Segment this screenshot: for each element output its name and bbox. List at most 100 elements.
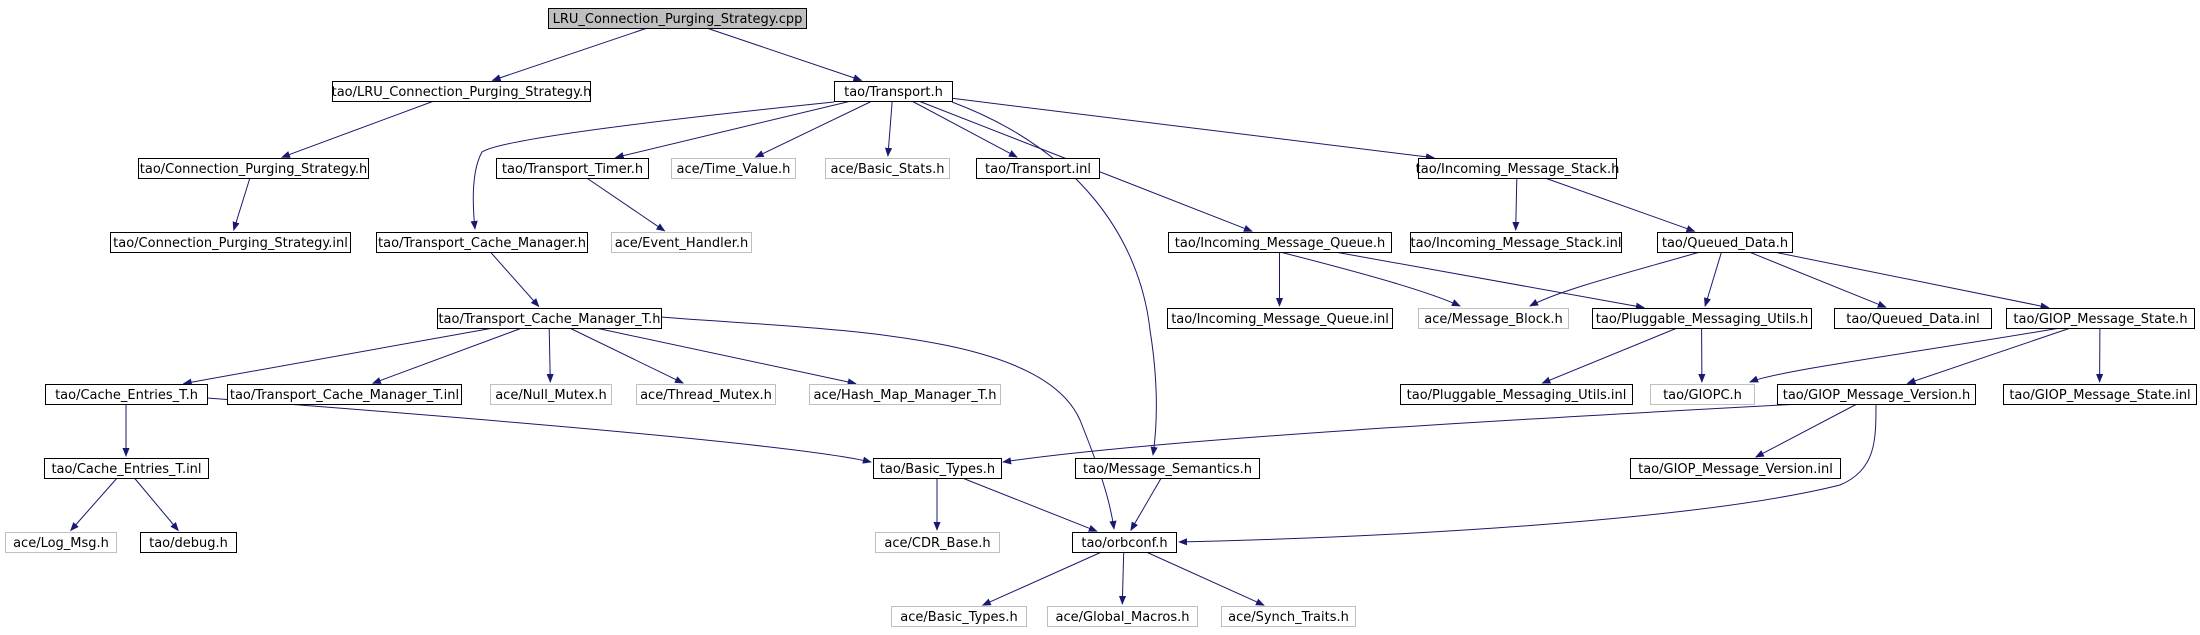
graph-node: ace/Null_Mutex.h: [490, 384, 612, 405]
node-box: [332, 81, 591, 102]
edge-n9-to-n13: [1512, 177, 1520, 231]
graph-node[interactable]: tao/GIOP_Message_State.inl: [2003, 384, 2197, 405]
graph-node: ace/Hash_Map_Manager_T.h: [809, 384, 1001, 405]
node-box: [110, 232, 351, 253]
graph-node[interactable]: tao/Queued_Data.h: [1657, 232, 1793, 253]
graph-node[interactable]: tao/Basic_Types.h: [873, 458, 1002, 479]
graph-node[interactable]: tao/Incoming_Message_Stack.h: [1416, 158, 1620, 179]
edge-n14-to-n19: [1749, 251, 1887, 308]
edge-n20-to-n28: [1906, 327, 2071, 385]
node-box: [45, 384, 208, 405]
node-label: tao/Transport_Cache_Manager.h: [378, 236, 586, 251]
edge-n15-to-n37: [660, 316, 1117, 530]
node-box: [1167, 308, 1393, 329]
graph-node[interactable]: tao/Transport.inl: [976, 158, 1100, 179]
node-box: [496, 158, 649, 179]
node-box: [1592, 308, 1812, 329]
edge-n2-to-n5: [614, 100, 852, 160]
graph-node[interactable]: tao/GIOP_Message_State.h: [2006, 308, 2195, 329]
edge-n1-to-n3: [281, 100, 435, 158]
edge-n2-to-n9: [951, 97, 1435, 161]
graph-node[interactable]: tao/Incoming_Message_Stack.inl: [1410, 232, 1622, 253]
graph-node[interactable]: tao/Incoming_Message_Queue.h: [1168, 232, 1392, 253]
graph-node[interactable]: tao/Transport_Timer.h: [496, 158, 649, 179]
edge-n2-to-n10: [470, 101, 835, 230]
graph-node: ace/Log_Msg.h: [5, 532, 117, 553]
edge-n10-to-n15: [490, 251, 540, 308]
graph-node[interactable]: tao/Transport.h: [834, 81, 953, 102]
edge-n2-to-n32: [951, 101, 1158, 456]
node-label: ace/Global_Macros.h: [1056, 610, 1190, 625]
node-label: tao/LRU_Connection_Purging_Strategy.h: [332, 85, 592, 100]
graph-node[interactable]: tao/Queued_Data.inl: [1834, 308, 1992, 329]
edge-n31-to-n37: [962, 477, 1098, 532]
graph-node[interactable]: tao/GIOP_Message_Version.h: [1777, 384, 1976, 405]
edge-n2-to-n6: [754, 100, 873, 158]
graph-node[interactable]: tao/Message_Semantics.h: [1075, 458, 1260, 479]
graph-node[interactable]: tao/Pluggable_Messaging_Utils.h: [1592, 308, 1812, 329]
node-label: tao/Incoming_Message_Queue.h: [1175, 236, 1385, 251]
node-label: ace/Basic_Stats.h: [831, 162, 945, 177]
node-box: [825, 158, 950, 179]
node-box: [376, 232, 588, 253]
graph-root-node: LRU_Connection_Purging_Strategy.cpp: [548, 8, 807, 29]
node-label: tao/Transport.inl: [985, 162, 1091, 177]
node-box: [875, 532, 1000, 553]
node-label: tao/GIOP_Message_Version.inl: [1638, 462, 1833, 477]
node-box: [1657, 232, 1793, 253]
graph-node[interactable]: tao/orbconf.h: [1072, 532, 1177, 553]
node-box: [2006, 308, 2195, 329]
edge-n14-to-n17: [1529, 251, 1701, 307]
edge-n2-to-n7: [884, 100, 893, 157]
graph-node: ace/Synch_Traits.h: [1221, 606, 1356, 627]
node-label: tao/Connection_Purging_Strategy.inl: [113, 236, 348, 251]
graph-node[interactable]: tao/Incoming_Message_Queue.inl: [1167, 308, 1393, 329]
node-label: ace/CDR_Base.h: [884, 536, 990, 551]
edge-n37-to-n40: [1145, 551, 1265, 606]
edge-n5-to-n11: [586, 177, 666, 232]
node-label: tao/Basic_Types.h: [880, 462, 995, 477]
node-box: [1410, 232, 1622, 253]
edge-n14-to-n20: [1773, 251, 2050, 310]
graph-node: ace/Time_Value.h: [671, 158, 796, 179]
node-label: ace/Basic_Types.h: [900, 610, 1017, 625]
node-label: ace/Log_Msg.h: [13, 536, 109, 551]
node-box: [140, 532, 237, 553]
node-label: tao/Transport_Cache_Manager_T.h: [438, 312, 660, 327]
graph-node[interactable]: tao/Cache_Entries_T.h: [45, 384, 208, 405]
graph-node[interactable]: tao/debug.h: [140, 532, 237, 553]
node-label: tao/Pluggable_Messaging_Utils.h: [1596, 312, 1808, 327]
graph-node[interactable]: tao/GIOP_Message_Version.inl: [1630, 458, 1841, 479]
node-box: [2003, 384, 2197, 405]
graph-node[interactable]: tao/Pluggable_Messaging_Utils.inl: [1400, 384, 1633, 405]
graph-node[interactable]: tao/Transport_Cache_Manager_T.inl: [227, 384, 462, 405]
node-label: tao/GIOP_Message_Version.h: [1783, 388, 1971, 403]
edge-n20-to-n27: [1749, 327, 2061, 383]
edge-n15-to-n23: [546, 327, 554, 383]
node-label: ace/Message_Block.h: [1424, 312, 1563, 327]
graph-node: ace/Message_Block.h: [1418, 308, 1569, 329]
edge-n28-to-n31: [1002, 403, 1801, 465]
graph-node[interactable]: tao/Connection_Purging_Strategy.h: [138, 158, 369, 179]
node-label: tao/GIOPC.h: [1663, 388, 1742, 403]
node-box: [1630, 458, 1841, 479]
node-label: tao/Cache_Entries_T.inl: [51, 462, 201, 477]
graph-node[interactable]: tao/Connection_Purging_Strategy.inl: [110, 232, 351, 253]
graph-node[interactable]: tao/Transport_Cache_Manager_T.h: [437, 308, 662, 329]
graph-node: ace/CDR_Base.h: [875, 532, 1000, 553]
edge-n12-to-n18: [1334, 251, 1645, 310]
graph-node[interactable]: tao/Cache_Entries_T.inl: [44, 458, 209, 479]
node-box: [227, 384, 462, 405]
node-label: LRU_Connection_Purging_Strategy.cpp: [553, 12, 803, 27]
edge-n15-to-n22: [371, 327, 523, 384]
edge-n9-to-n14: [1544, 177, 1696, 232]
edge-n21-to-n31: [206, 397, 872, 464]
edge-n30-to-n35: [134, 477, 179, 532]
node-label: tao/Transport_Timer.h: [502, 162, 643, 177]
graph-node[interactable]: tao/Transport_Cache_Manager.h: [376, 232, 588, 253]
graph-node[interactable]: tao/LRU_Connection_Purging_Strategy.h: [332, 81, 592, 102]
node-label: tao/Pluggable_Messaging_Utils.inl: [1407, 388, 1627, 403]
node-label: tao/Connection_Purging_Strategy.h: [140, 162, 368, 177]
node-label: ace/Thread_Mutex.h: [640, 388, 772, 403]
edge-n37-to-n39: [1118, 551, 1127, 605]
